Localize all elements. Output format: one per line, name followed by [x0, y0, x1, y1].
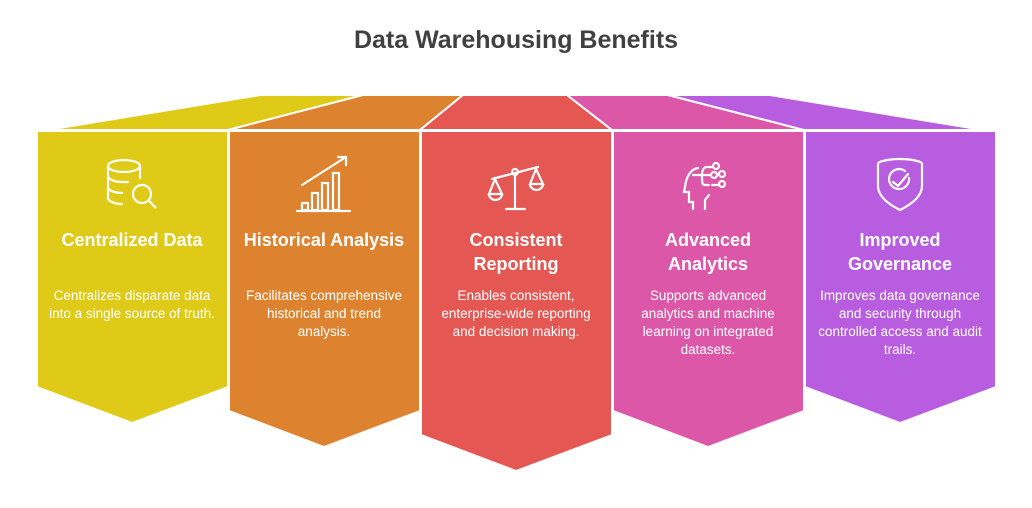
database-search-icon	[106, 158, 157, 209]
benefit-description: Improves data governance and security th…	[818, 288, 982, 357]
page-title: Data Warehousing Benefits	[353, 26, 679, 54]
benefit-title: Centralized Data	[61, 230, 203, 250]
shield-check-icon	[876, 157, 924, 212]
panel-shape-5	[804, 130, 997, 425]
benefit-description: Supports advanced analytics and machine …	[641, 288, 775, 357]
balance-scale-icon	[487, 165, 545, 211]
benefit-description: Facilitates comprehensive historical and…	[245, 288, 403, 339]
benefit-title: Advanced Analytics	[664, 230, 752, 274]
ai-head-icon	[682, 161, 727, 211]
benefit-title: Consistent Reporting	[469, 230, 563, 274]
benefit-title: Improved Governance	[847, 230, 953, 274]
panel-shape-1	[36, 130, 229, 425]
benefit-title: Historical Analysis	[243, 230, 405, 250]
panel-shape-4	[612, 130, 805, 449]
benefit-description: Centralizes disparate data into a single…	[49, 288, 215, 321]
panel-shape-3	[420, 130, 613, 473]
benefit-description: Enables consistent, enterprise-wide repo…	[441, 288, 591, 339]
growth-chart-icon	[295, 155, 352, 213]
panel-shape-2	[228, 130, 421, 449]
